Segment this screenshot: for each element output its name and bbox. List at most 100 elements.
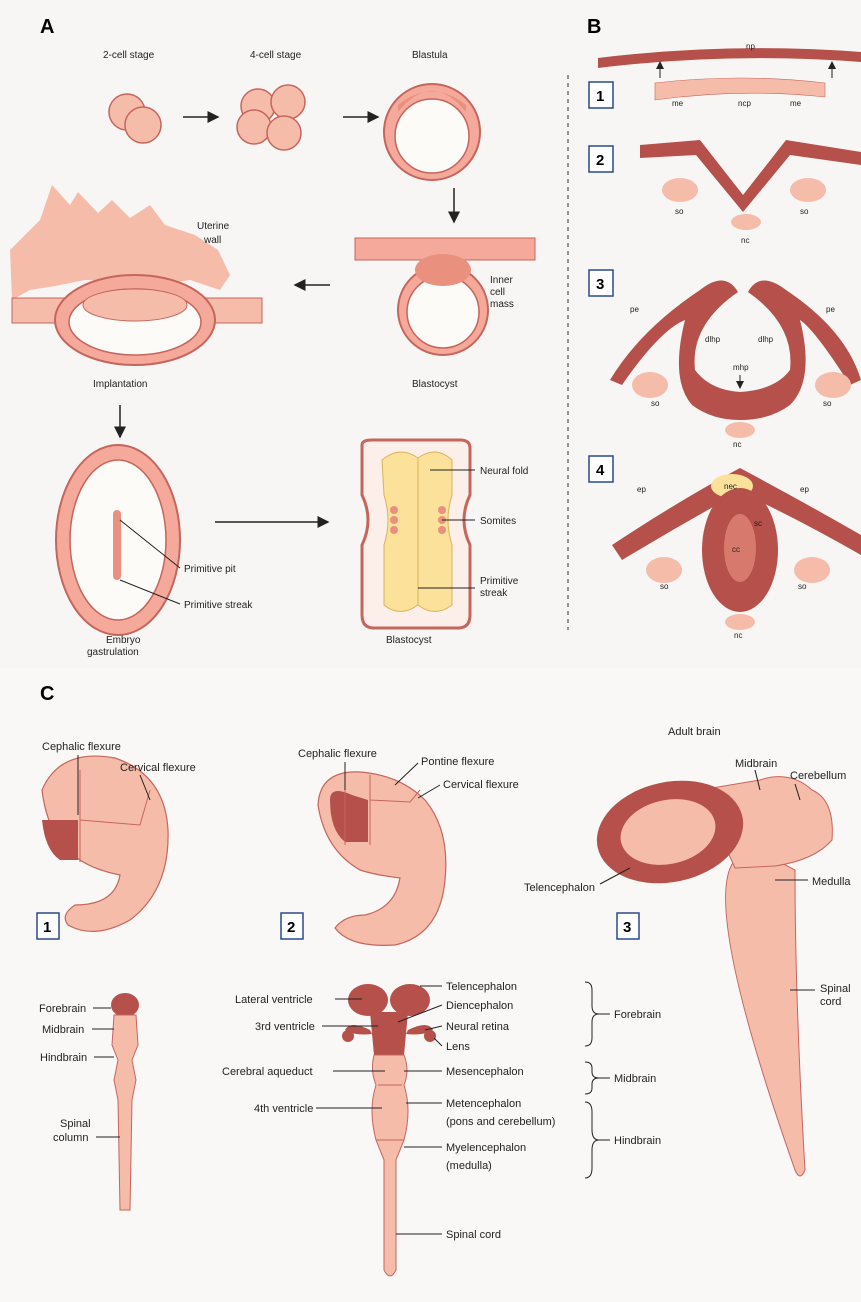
somite-right-4: [794, 557, 830, 583]
pontine-flexure-label: Pontine flexure: [421, 756, 494, 768]
cephalic-flexure-label-2: Cephalic flexure: [298, 748, 377, 760]
fourth-ventricle-label: 4th ventricle: [254, 1103, 313, 1115]
nc-label-2: nc: [741, 236, 749, 245]
notochord-2: [731, 214, 761, 230]
inner-cell-label-line2: cell: [490, 287, 505, 298]
panel-c-label: C: [40, 683, 54, 705]
spinal-cord-label-line2: cord: [820, 996, 841, 1008]
inner-cell-label-line3: mass: [490, 299, 514, 310]
primitive-pit-label: Primitive pit: [184, 564, 236, 575]
nc-label-4: nc: [734, 631, 742, 640]
nec-label: nec: [724, 482, 737, 491]
so-left-label-4: so: [660, 582, 669, 591]
step-number-3: 3: [596, 276, 604, 293]
central-canal: [724, 514, 756, 582]
hindbrain-group-label: Hindbrain: [614, 1135, 661, 1147]
dlhp-right-label: dlhp: [758, 335, 774, 344]
somite-left-3: [632, 372, 668, 398]
ncp-label: ncp: [738, 99, 751, 108]
two-cell-stage-label: 2-cell stage: [103, 50, 155, 61]
panel-b-label: B: [587, 16, 601, 38]
primitive-streak-b-label-line1: Primitive: [480, 576, 519, 587]
spinal-column-label-line1: Spinal: [60, 1118, 91, 1130]
telencephalon-adult-label: Telencephalon: [524, 882, 595, 894]
sc-label: sc: [754, 519, 762, 528]
hindbrain-small-label: Hindbrain: [40, 1052, 87, 1064]
myelencephalon-label-line1: Myelencephalon: [446, 1142, 526, 1154]
neural-fold-label: Neural fold: [480, 466, 528, 477]
inner-cell-label-line1: Inner: [490, 275, 513, 286]
implantation-label: Implantation: [93, 379, 147, 390]
third-ventricle-label: 3rd ventricle: [255, 1021, 315, 1033]
forebrain-group-label: Forebrain: [614, 1009, 661, 1021]
four-cell-embryo: [237, 85, 305, 150]
midbrain-small-label: Midbrain: [42, 1024, 84, 1036]
so-right-label-4: so: [798, 582, 807, 591]
step-number-4: 4: [596, 462, 605, 479]
primitive-streak-b-label-line2: streak: [480, 588, 508, 599]
telencephalon-label: Telencephalon: [446, 981, 517, 993]
blastocyst-bottom-label: Blastocyst: [386, 635, 432, 646]
spinal-cord-label-line1: Spinal: [820, 983, 851, 995]
step-number-1: 1: [596, 88, 604, 105]
so-left-label-2: so: [675, 207, 684, 216]
somites-label: Somites: [480, 516, 516, 527]
midbrain-label: Midbrain: [735, 758, 777, 770]
four-cell-stage-label: 4-cell stage: [250, 50, 302, 61]
panel-a-label: A: [40, 16, 54, 38]
c-step-number-2: 2: [287, 919, 295, 936]
blastocyst-top-label: Blastocyst: [412, 379, 458, 390]
notochord-4: [725, 614, 755, 630]
neural-fold-drawing: [362, 440, 470, 628]
cc-label: cc: [732, 545, 740, 554]
ep-left-label: ep: [637, 485, 646, 494]
so-left-label-3: so: [651, 399, 660, 408]
embryo-gastrulation-drawing: [56, 445, 180, 635]
somite-right-2: [790, 178, 826, 202]
forebrain-small-label: Forebrain: [39, 1003, 86, 1015]
metencephalon-label-line1: Metencephalon: [446, 1098, 521, 1110]
dlhp-left-label: dlhp: [705, 335, 721, 344]
spinal-cord-label: Spinal cord: [446, 1229, 501, 1241]
blastula-drawing: [384, 84, 480, 180]
diencephalon-label: Diencephalon: [446, 1000, 513, 1012]
ep-right-label: ep: [800, 485, 809, 494]
me-left-label: me: [672, 99, 684, 108]
so-right-label-2: so: [800, 207, 809, 216]
so-right-label-3: so: [823, 399, 832, 408]
midbrain-group-label: Midbrain: [614, 1073, 656, 1085]
pe-left-label: pe: [630, 305, 639, 314]
myelencephalon-label-line2: (medulla): [446, 1160, 492, 1172]
mhp-label: mhp: [733, 363, 749, 372]
np-label: np: [746, 42, 755, 51]
cervical-flexure-label-2: Cervical flexure: [443, 779, 519, 791]
medulla-label: Medulla: [812, 876, 851, 888]
metencephalon-label-line2: (pons and cerebellum): [446, 1116, 555, 1128]
lens-label: Lens: [446, 1041, 470, 1053]
pe-right-label: pe: [826, 305, 835, 314]
c-step-number-3: 3: [623, 919, 631, 936]
spinal-column-label-line2: column: [53, 1132, 88, 1144]
embryo-label-line1: Embryo: [106, 635, 141, 646]
nc-label-3: nc: [733, 440, 741, 449]
somite-left-4: [646, 557, 682, 583]
me-right-label: me: [790, 99, 802, 108]
lateral-ventricle-label: Lateral ventricle: [235, 994, 313, 1006]
c-step-number-1: 1: [43, 919, 51, 936]
notochord-3: [725, 422, 755, 438]
uterine-label-line1: Uterine: [197, 221, 230, 232]
embryo-label-line2: gastrulation: [87, 647, 139, 658]
somite-left-2: [662, 178, 698, 202]
somite-right-3: [815, 372, 851, 398]
cervical-flexure-label-1: Cervical flexure: [120, 762, 196, 774]
adult-brain-label: Adult brain: [668, 726, 721, 738]
primitive-streak-label: Primitive streak: [184, 600, 253, 611]
cerebral-aqueduct-label: Cerebral aqueduct: [222, 1066, 313, 1078]
step-number-2: 2: [596, 152, 604, 169]
blastula-label: Blastula: [412, 50, 448, 61]
cephalic-flexure-label-1: Cephalic flexure: [42, 741, 121, 753]
mesencephalon-label: Mesencephalon: [446, 1066, 524, 1078]
neural-retina-label: Neural retina: [446, 1021, 510, 1033]
uterine-label-line2: wall: [203, 235, 221, 246]
